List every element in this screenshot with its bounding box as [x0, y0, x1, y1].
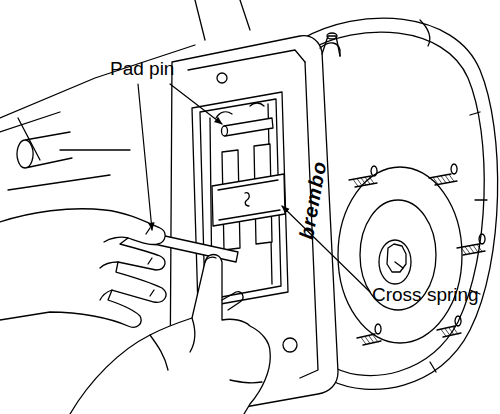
- brake-rotor: [395, 262, 403, 268]
- pad-pin: [222, 118, 274, 136]
- hand: [0, 209, 166, 328]
- cross-spring: [212, 144, 285, 250]
- wheel-stud: [437, 316, 461, 337]
- pad-pin: [222, 126, 228, 136]
- wheel-stud: [449, 174, 454, 181]
- caliper-body: [217, 73, 227, 83]
- wheel-stud: [453, 327, 458, 334]
- leader-line: [138, 84, 152, 230]
- wheel-stud: [357, 324, 381, 345]
- vehicle-body: [195, 0, 205, 40]
- pad-pin: [224, 118, 273, 136]
- wheel-stud: [369, 176, 374, 183]
- brake-rotor: [420, 20, 487, 372]
- pad-pin: [154, 234, 238, 262]
- wheel-stud: [365, 337, 370, 344]
- leader-line: [138, 84, 370, 292]
- hand: [100, 237, 128, 300]
- caliper-body: [327, 33, 337, 39]
- hand: [70, 255, 270, 414]
- hand: [205, 257, 243, 310]
- wheel-stud: [361, 337, 366, 344]
- hand: [150, 318, 195, 370]
- leader-line: [282, 206, 370, 292]
- wheel-stud: [437, 177, 442, 184]
- wheel-stud: [465, 247, 470, 254]
- wheel-stud: [357, 179, 362, 186]
- wheel-stud: [433, 177, 438, 184]
- wheel-stud: [477, 244, 482, 251]
- wheel-stud: [349, 164, 485, 345]
- vehicle-body: [8, 118, 130, 190]
- vehicle-body: [0, 112, 60, 132]
- wheel-stud: [349, 166, 377, 187]
- brake-rotor: [379, 240, 411, 284]
- part-label: Pad pin: [110, 59, 174, 80]
- caliper-body: [188, 50, 305, 70]
- wheel-stud: [441, 176, 446, 183]
- caliper-body: [216, 103, 264, 118]
- hand: [230, 380, 262, 383]
- hand: [70, 255, 270, 414]
- wheel-stud: [365, 177, 370, 184]
- caliper-body: [283, 338, 297, 352]
- wheel-stud: [445, 329, 450, 336]
- brake-rotor: [387, 244, 406, 272]
- cross-spring: [212, 174, 285, 226]
- wheel-stud: [429, 164, 457, 185]
- part-label: Cross spring: [372, 285, 479, 306]
- vehicle-body: [240, 0, 250, 30]
- hand: [0, 209, 166, 328]
- wheel-stud: [473, 245, 478, 252]
- vehicle-body: [0, 45, 195, 118]
- cross-spring: [218, 180, 280, 220]
- wheel-stud: [369, 336, 374, 343]
- cross-spring: [245, 193, 249, 206]
- wheel-stud: [441, 329, 446, 336]
- wheel-stud: [461, 247, 466, 254]
- leader-line: [170, 84, 222, 124]
- wheel-stud: [445, 175, 450, 182]
- wheel-stud: [457, 234, 485, 255]
- wheel-stud: [353, 179, 358, 186]
- vehicle-body: [17, 132, 72, 168]
- wheel-stud: [373, 335, 378, 342]
- brake-rotor: [338, 167, 462, 343]
- hand: [146, 228, 154, 296]
- wheel-stud: [449, 328, 454, 335]
- wheel-stud: [469, 246, 474, 253]
- wheel-stud: [361, 178, 366, 185]
